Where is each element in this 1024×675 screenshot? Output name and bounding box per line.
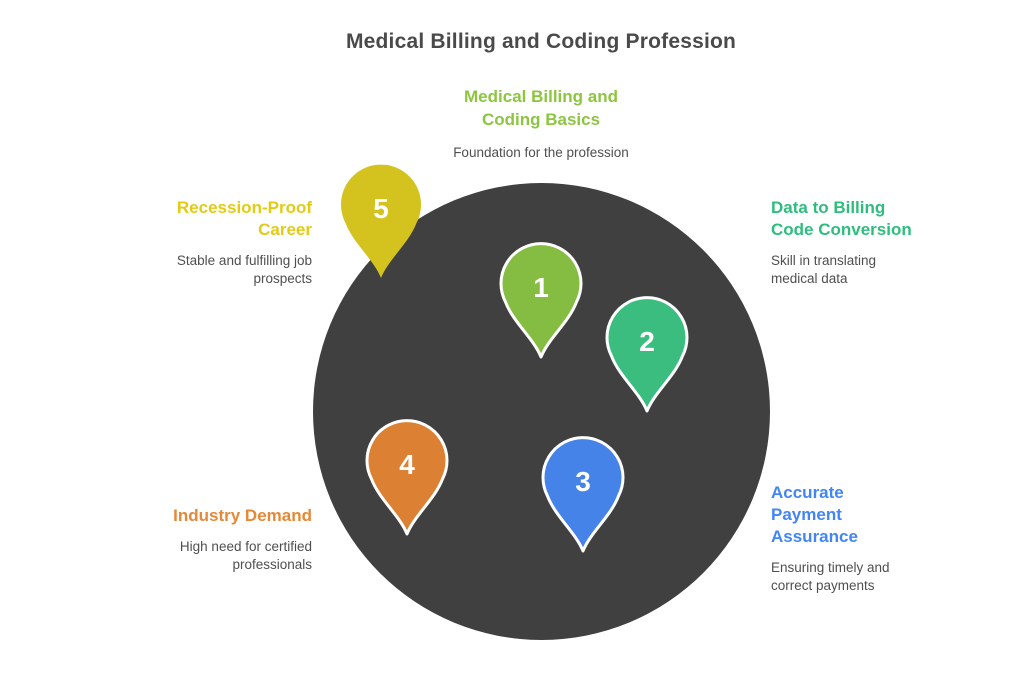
label-block-conversion: Data to Billing Code Conversion Skill in… — [771, 197, 986, 288]
label-block-basics: Medical Billing and Coding Basics Founda… — [391, 85, 691, 162]
item-heading: Medical Billing and Coding Basics — [464, 87, 618, 129]
item-heading: Recession-Proof Career — [176, 198, 312, 239]
map-pin-icon: 2 — [605, 296, 689, 413]
label-block-payment: Accurate Payment Assurance Ensuring time… — [771, 482, 986, 595]
pin-marker-5: 5 — [339, 164, 423, 281]
item-description: High need for certified professionals — [179, 539, 312, 572]
item-heading: Industry Demand — [173, 506, 312, 525]
item-description: Skill in translating medical data — [771, 253, 877, 286]
pin-shape — [605, 296, 689, 413]
pin-shape — [341, 164, 421, 278]
pin-marker-1: 1 — [499, 242, 583, 360]
pin-number: 3 — [575, 466, 591, 497]
item-heading: Data to Billing Code Conversion — [771, 198, 912, 239]
pin-shape — [541, 436, 625, 553]
item-description: Foundation for the profession — [453, 145, 629, 160]
item-description: Ensuring timely and correct payments — [771, 560, 890, 593]
page-title: Medical Billing and Coding Profession — [345, 30, 737, 53]
pin-shape — [365, 419, 449, 536]
map-pin-icon: 1 — [499, 242, 583, 359]
pin-number: 4 — [399, 449, 415, 480]
pin-number: 2 — [639, 326, 655, 357]
label-block-demand: Industry Demand High need for certified … — [82, 505, 312, 574]
map-pin-icon: 4 — [365, 419, 449, 536]
pin-number: 5 — [373, 193, 389, 224]
pin-marker-4: 4 — [365, 419, 449, 537]
pin-marker-2: 2 — [605, 296, 689, 414]
label-block-career: Recession-Proof Career Stable and fulfil… — [82, 197, 312, 288]
item-description: Stable and fulfilling job prospects — [176, 253, 312, 286]
map-pin-icon: 5 — [341, 164, 421, 278]
pin-number: 1 — [533, 272, 549, 303]
item-heading: Accurate Payment Assurance — [771, 483, 858, 546]
pin-shape — [499, 242, 583, 359]
pin-marker-3: 3 — [541, 436, 625, 554]
map-pin-icon: 3 — [541, 436, 625, 553]
